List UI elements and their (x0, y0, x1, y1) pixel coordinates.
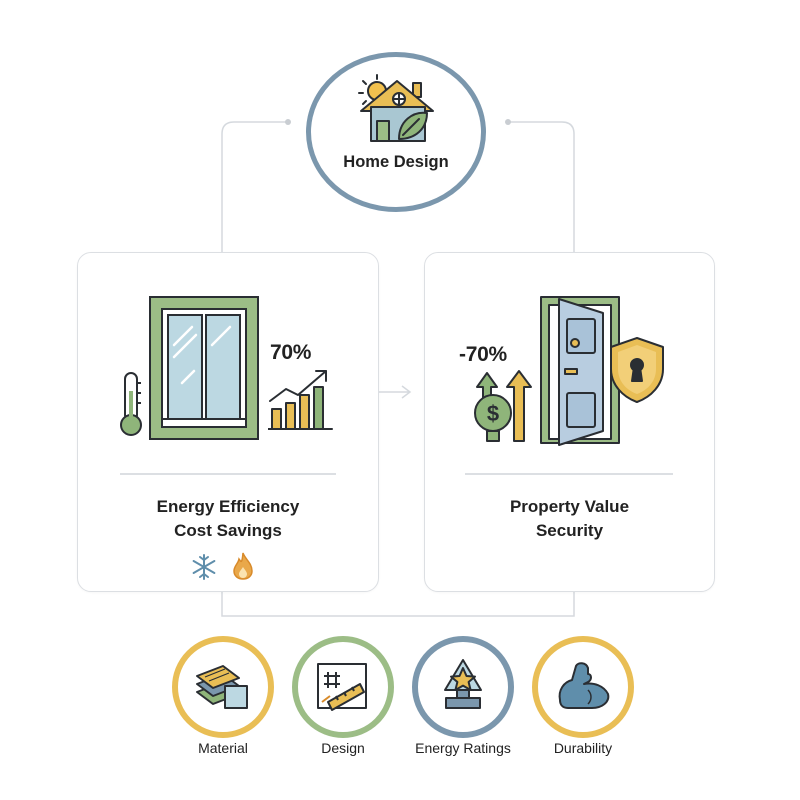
door-icon (540, 296, 620, 446)
security-label: Security (535, 521, 604, 540)
card-divider (120, 473, 336, 475)
dollar-coin-icon: $ (474, 370, 532, 442)
energy-savings-stat: 70% (270, 341, 312, 364)
snowflake-icon (192, 554, 216, 580)
property-value-label: Property Value (509, 497, 630, 516)
cost-savings-label: Cost Savings (174, 521, 282, 540)
energy-efficiency-card: 70% Energy Efficiency Cost Savings (77, 252, 379, 592)
material-layers-icon (196, 665, 248, 709)
hub-title: Home Design (343, 153, 449, 171)
property-value-stat: -70% (459, 343, 507, 366)
card-divider (465, 473, 673, 475)
eco-house-icon (358, 74, 434, 142)
factor-label: Design (321, 740, 365, 756)
shield-lock-icon (610, 337, 664, 403)
svg-text:$: $ (487, 401, 499, 426)
home-design-hub: Home Design (306, 52, 486, 212)
factor-ring (532, 636, 634, 738)
factor-ring (412, 636, 514, 738)
factor-label: Energy Ratings (415, 740, 511, 756)
star-trophy-icon (444, 659, 482, 709)
factor-ring (172, 636, 274, 738)
flame-icon (233, 552, 253, 580)
factor-label: Material (198, 740, 248, 756)
property-value-card: -70% $ Property Value Security (424, 252, 715, 592)
window-icon (149, 296, 259, 440)
flexed-arm-icon (558, 662, 610, 709)
factor-label: Durability (553, 740, 613, 756)
energy-efficiency-label: Energy Efficiency (156, 497, 300, 516)
blueprint-icon (317, 663, 367, 711)
factor-ring (292, 636, 394, 738)
thermometer-icon (120, 372, 142, 436)
bar-chart-up-icon (268, 370, 333, 430)
